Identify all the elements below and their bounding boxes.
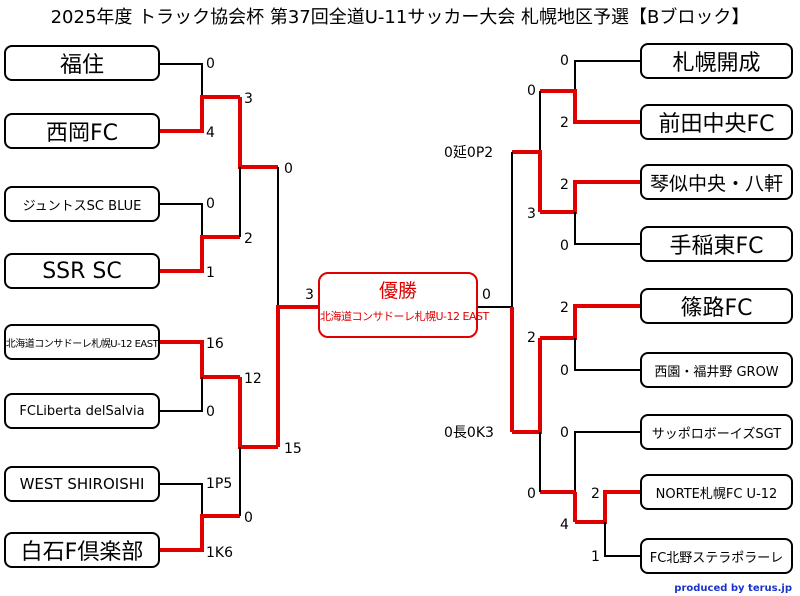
team-left-3: ジュントスSC BLUE [4, 186, 160, 222]
team-left-2: 西岡FC [4, 113, 160, 149]
team-right-3: 琴似中央・八軒 [640, 164, 793, 200]
score-right-r2: 0 [527, 83, 536, 99]
score-right-prelim: 2 [591, 486, 600, 502]
score-left-r1: 16 [206, 336, 224, 352]
score-left-r2: 2 [244, 231, 253, 247]
score-right-r2: 0 [527, 486, 536, 502]
team-right-2: 前田中央FC [640, 104, 793, 140]
team-left-1: 福住 [4, 45, 160, 81]
score-right-r3: 0長0K3 [444, 425, 494, 441]
team-right-4: 手稲東FC [640, 226, 793, 262]
credit-text: produced by terus.jp [674, 583, 792, 594]
team-left-8: 白石F倶楽部 [4, 532, 160, 568]
score-right-r2: 3 [527, 206, 536, 222]
score-final-right: 0 [482, 287, 491, 303]
team-right-6: 西園・福井野 GROW [640, 352, 793, 388]
score-left-r3: 0 [284, 161, 293, 177]
score-left-r2: 3 [244, 91, 253, 107]
score-final-left: 3 [305, 287, 314, 303]
score-right-r1: 0 [560, 53, 569, 69]
score-left-r1: 1P5 [206, 476, 233, 492]
score-left-r1: 0 [206, 404, 215, 420]
score-right-r1: 0 [560, 363, 569, 379]
score-right-r1: 2 [560, 300, 569, 316]
score-left-r1: 4 [206, 125, 215, 141]
score-left-r2: 12 [244, 371, 262, 387]
team-left-4: SSR SC [4, 253, 160, 289]
score-left-r1: 0 [206, 196, 215, 212]
score-left-r1: 1 [206, 265, 215, 281]
champion-team: 北海道コンサドーレ札幌U-12 EAST [320, 310, 489, 323]
score-right-r1: 2 [560, 177, 569, 193]
score-left-r1: 0 [206, 56, 215, 72]
score-left-r1: 1K6 [206, 545, 233, 561]
page-title: 2025年度 トラック協会杯 第37回全道U-11サッカー大会 札幌地区予選【B… [50, 7, 750, 28]
score-right-prelim: 1 [591, 549, 600, 565]
score-right-r3: 0延0P2 [444, 145, 494, 161]
champion-box: 優勝 北海道コンサドーレ札幌U-12 EAST [318, 272, 489, 338]
score-right-r1: 0 [560, 238, 569, 254]
team-left-7: WEST SHIROISHI [4, 466, 160, 502]
score-right-r1: 2 [560, 115, 569, 131]
score-right-r2: 4 [560, 517, 569, 533]
team-right-8: NORTE札幌FC U-12 [640, 474, 793, 510]
team-right-9: FC北野ステラポラーレ [640, 538, 793, 574]
team-left-6: FCLiberta delSalvia [4, 393, 160, 429]
champion-label: 優勝 [378, 280, 417, 302]
score-right-r2: 0 [560, 425, 569, 441]
score-right-r2: 2 [527, 330, 536, 346]
team-right-1: 札幌開成 [640, 43, 793, 79]
score-left-r3: 15 [284, 441, 302, 457]
team-right-5: 篠路FC [640, 288, 793, 324]
team-right-7: サッポロボーイズSGT [640, 414, 793, 450]
score-left-r2: 0 [244, 510, 253, 526]
team-left-5: 北海道コンサドーレ札幌U-12 EAST [4, 324, 160, 360]
